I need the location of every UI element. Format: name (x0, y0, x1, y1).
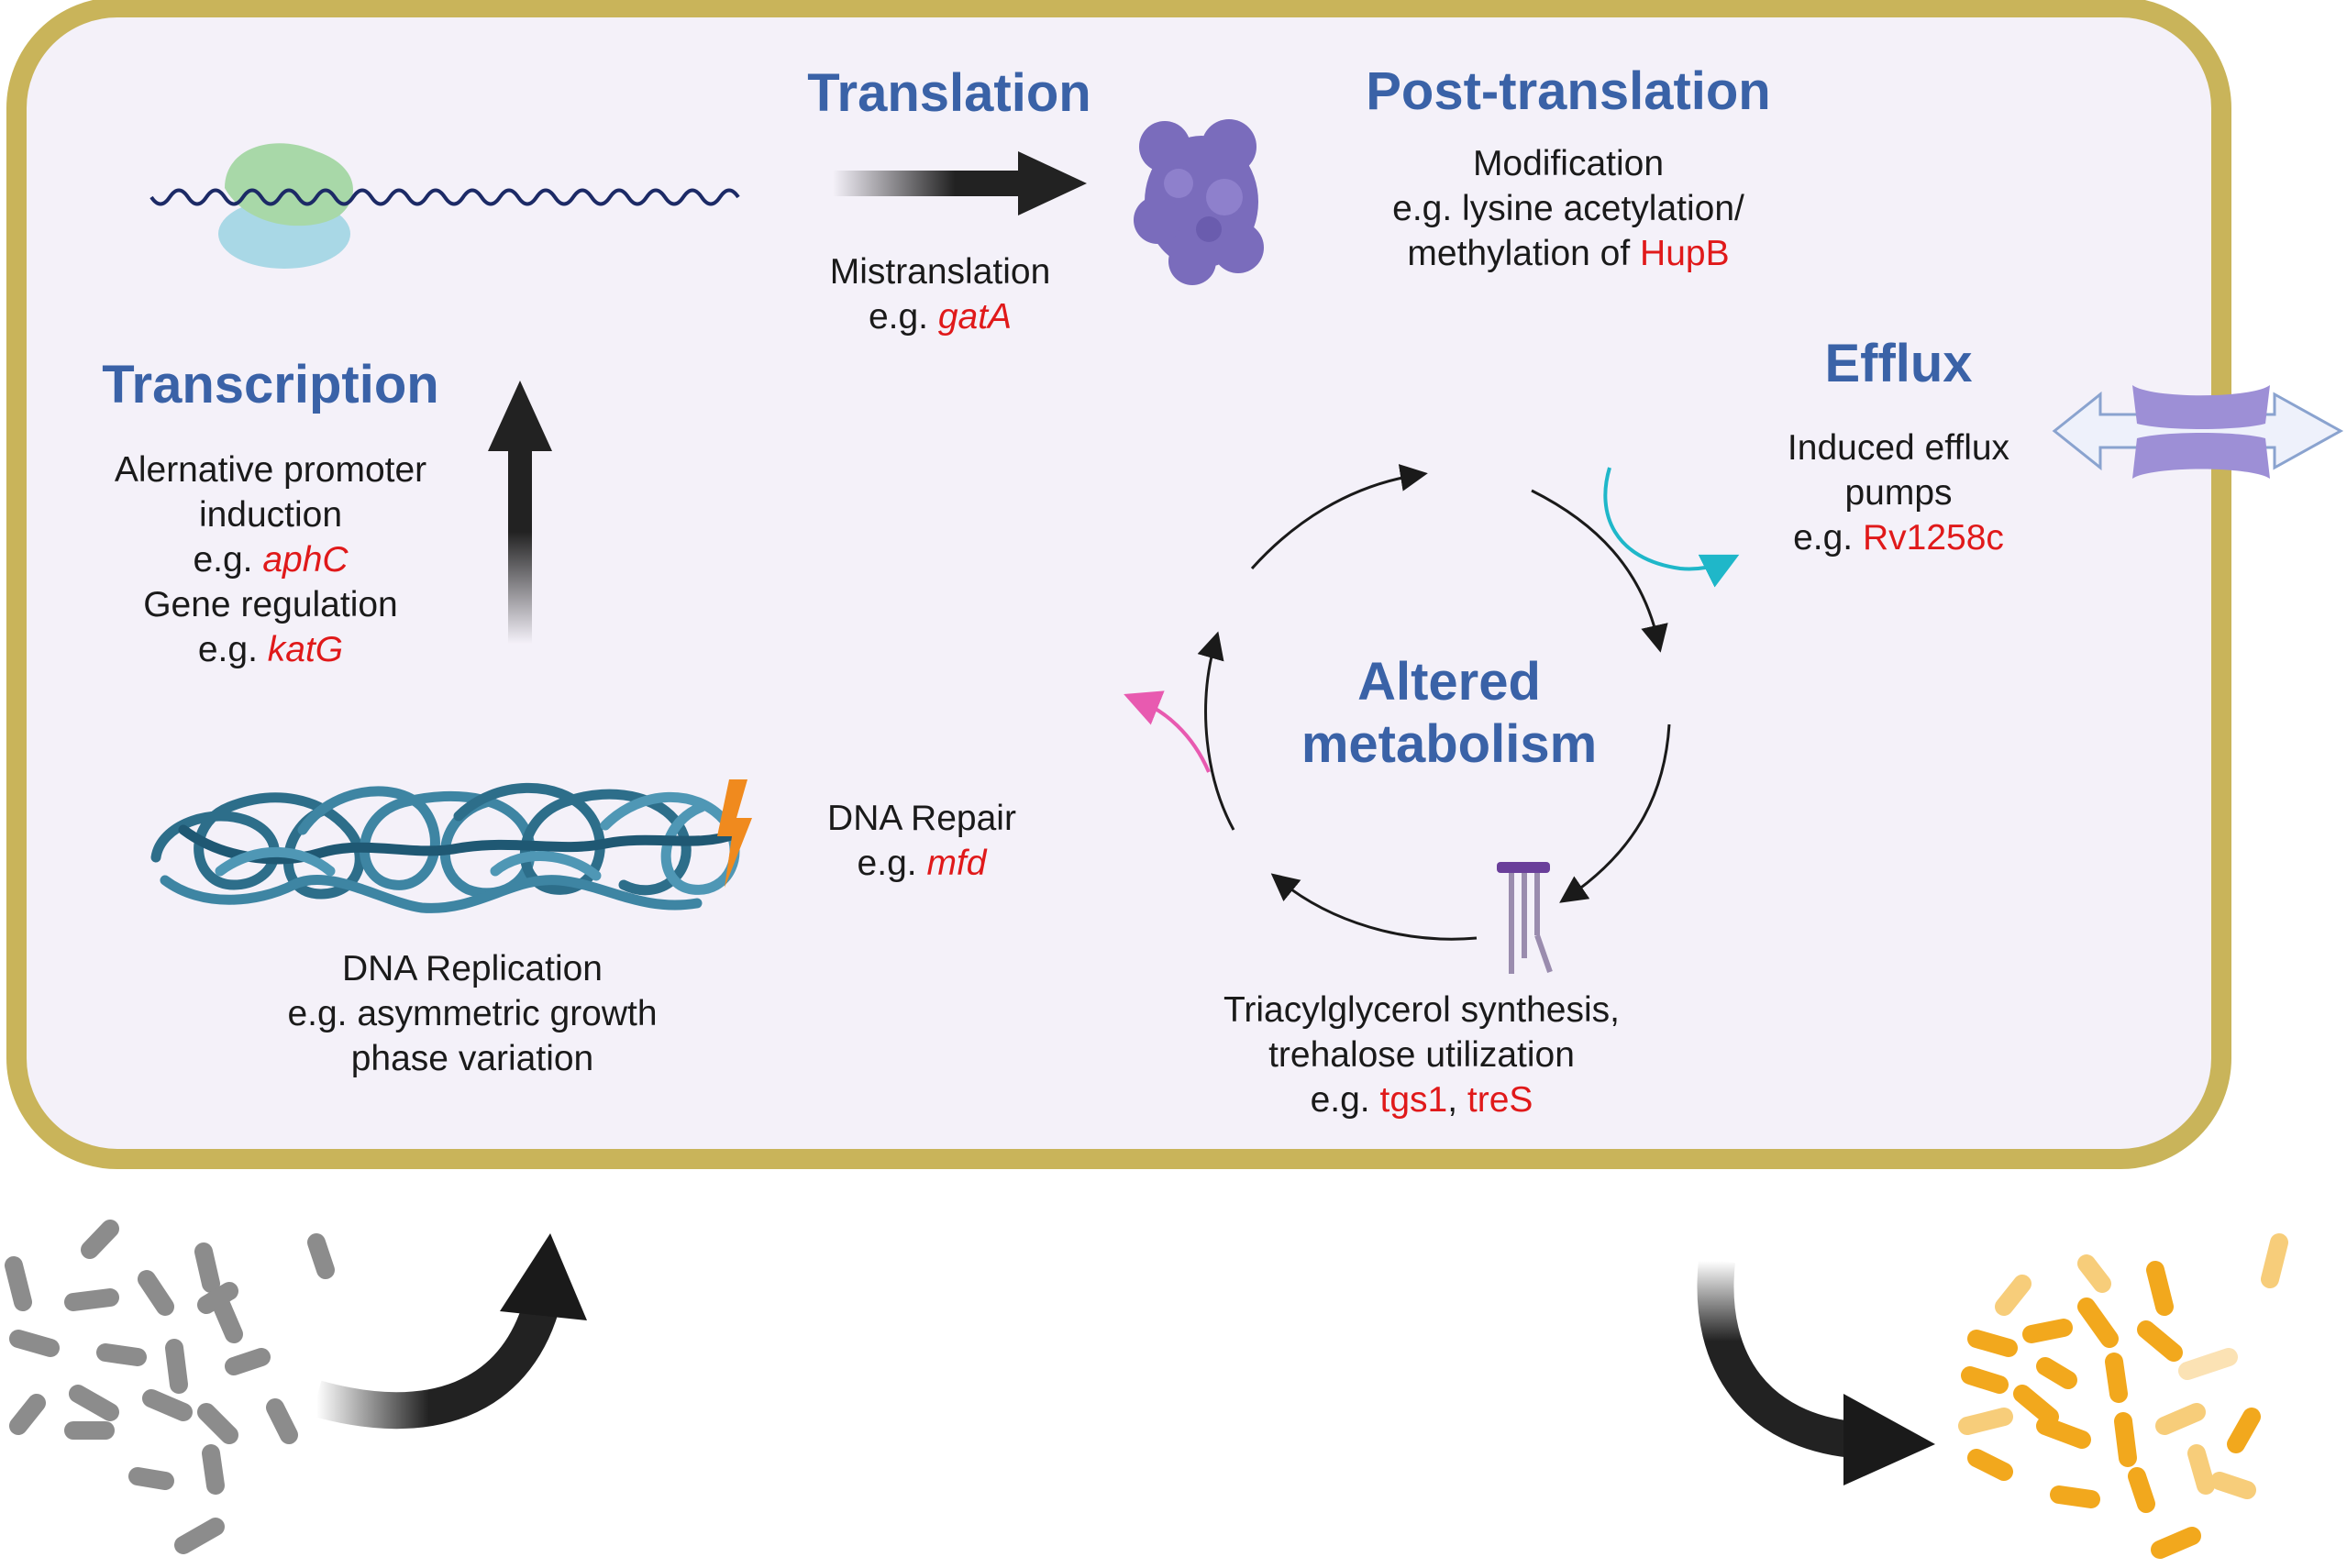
bacteria-after (1958, 1233, 2288, 1559)
efflux-pump-icon (2052, 385, 2344, 479)
protein-icon (1134, 119, 1264, 285)
gene-hupb: HupB (1640, 234, 1730, 273)
efflux-line2: pumps (1844, 473, 1953, 513)
transcription-line3: e.g. aphC (193, 540, 349, 580)
gene-katg: katG (267, 630, 344, 669)
lightning-icon (717, 779, 752, 888)
heading-metabolism-line2: metabolism (1301, 714, 1598, 774)
mistranslation-line1: Mistranslation (829, 252, 1051, 292)
heading-metabolism-line1: Altered (1357, 652, 1541, 712)
growth-arrow-left (311, 1233, 587, 1430)
transcription-arrow (488, 381, 552, 644)
dna-replication-line3: phase variation (350, 1039, 594, 1078)
gene-rv1258c: Rv1258c (1862, 518, 2004, 558)
mistranslation-line2: e.g. gatA (868, 297, 1013, 337)
cell-border (6, 0, 2231, 1169)
heading-post-translation: Post-translation (1366, 61, 1771, 121)
gene-aphc: aphC (262, 540, 349, 580)
efflux-cyan-arrow (1603, 467, 1740, 588)
ribosome-icon (149, 143, 740, 269)
lipid-line2: trehalose utilization (1268, 1035, 1575, 1075)
dna-repair-label: DNA Repair e.g. mfd (789, 796, 1055, 886)
gene-mfd: mfd (926, 844, 987, 883)
dna-replication-line2: e.g. asymmetric growth (287, 994, 658, 1033)
heading-metabolism: Altered metabolism (1238, 651, 1660, 776)
post-translation-line2: e.g. lysine acetylation/ (1392, 189, 1744, 228)
post-translation-label: Modification e.g. lysine acetylation/ me… (1321, 141, 1816, 276)
post-translation-line3: methylation of HupB (1407, 234, 1730, 273)
dna-replication-label: DNA Replication e.g. asymmetric growth p… (229, 946, 715, 1081)
dna-replication-line1: DNA Replication (342, 949, 603, 988)
heading-transcription: Transcription (102, 355, 439, 414)
lipid-icon (1497, 862, 1553, 974)
heading-efflux: Efflux (1824, 334, 1973, 393)
efflux-line1: Induced efflux (1787, 428, 2010, 468)
lipid-line1: Triacylglycerol synthesis, (1223, 990, 1620, 1030)
transcription-line1: Alernative promoter (114, 450, 427, 490)
lipid-line3: e.g. tgs1, treS (1310, 1080, 1533, 1120)
gene-tgs1: tgs1 (1379, 1080, 1448, 1120)
dna-repair-line2: e.g. mfd (857, 844, 987, 883)
gene-tres: treS (1467, 1080, 1533, 1120)
gene-gata: gatA (937, 297, 1013, 337)
transcription-line4: Gene regulation (143, 585, 398, 624)
translation-arrow (833, 151, 1087, 215)
mistranslation-label: Mistranslation e.g. gatA (789, 249, 1091, 339)
metabolism-cycle (1197, 464, 1671, 941)
lipid-label: Triacylglycerol synthesis, trehalose uti… (1174, 988, 1669, 1122)
dna-tangle-icon (150, 782, 740, 913)
efflux-line3: e.g. Rv1258c (1793, 518, 2004, 558)
transcription-line2: induction (198, 495, 343, 535)
transcription-label: Alernative promoter induction e.g. aphC … (55, 447, 486, 672)
repair-pink-arrow (1124, 690, 1211, 773)
growth-arrow-right (1697, 1258, 1935, 1485)
bacteria-before (5, 1220, 335, 1554)
efflux-label: Induced efflux pumps e.g. Rv1258c (1743, 425, 2054, 560)
transcription-line5: e.g. katG (197, 630, 344, 669)
post-translation-line1: Modification (1472, 144, 1665, 183)
heading-translation: Translation (807, 63, 1091, 123)
dna-repair-line1: DNA Repair (827, 799, 1016, 838)
